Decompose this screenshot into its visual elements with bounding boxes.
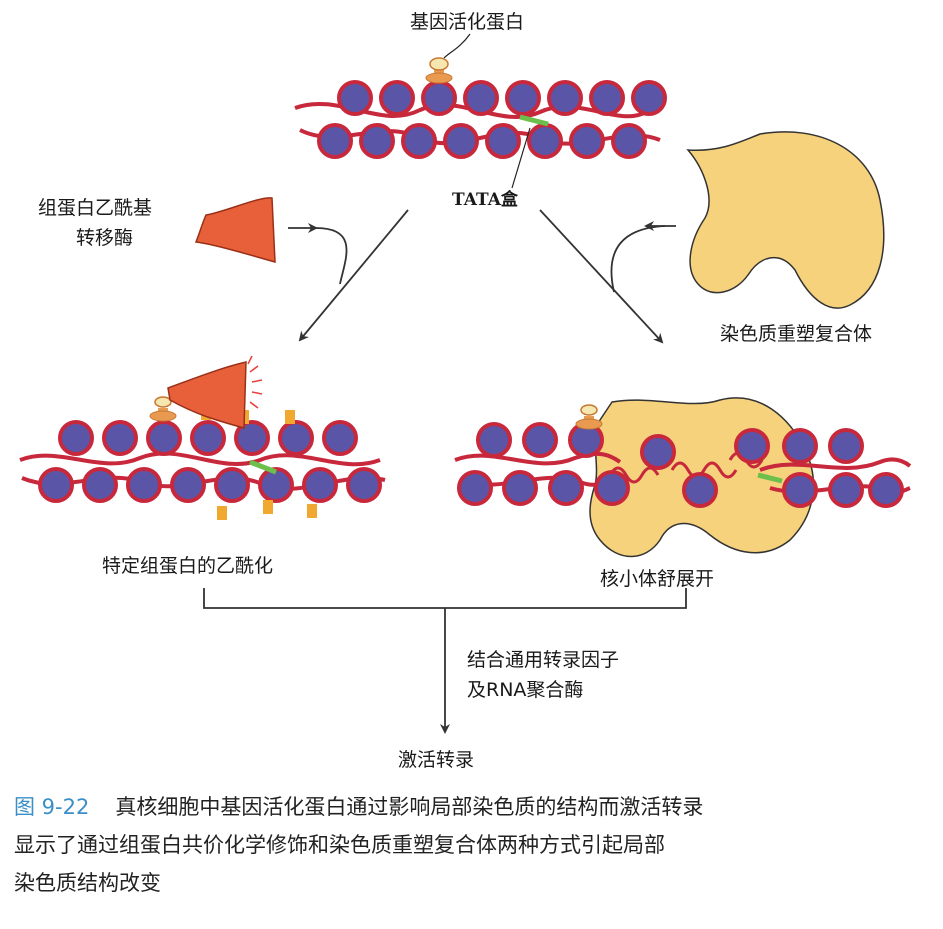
nucleosome	[146, 420, 182, 456]
hat-joining-curve	[315, 227, 348, 285]
nucleosome-row	[58, 420, 358, 456]
nucleosome	[190, 420, 226, 456]
nucleosome	[476, 422, 512, 458]
nucleosome	[359, 123, 395, 159]
activator-label: 基因活化蛋白	[410, 11, 524, 33]
nucleosome	[547, 80, 583, 116]
nucleosome	[782, 428, 818, 464]
hat-enzyme-shape	[194, 197, 276, 264]
dna-strand	[454, 451, 622, 466]
nucleosome	[170, 467, 206, 503]
nucleosome	[401, 123, 437, 159]
nucleosome	[611, 123, 647, 159]
gene-activator-protein	[575, 404, 603, 430]
acetylation-label: 特定组蛋白的乙酰化	[102, 555, 273, 577]
nucleosome	[682, 472, 718, 508]
gene-activator-protein	[149, 396, 177, 422]
activity-rays	[247, 355, 263, 409]
nucleosome	[317, 123, 353, 159]
tata-box	[757, 472, 783, 484]
nucleosome	[548, 470, 584, 506]
acetyl-group	[217, 506, 227, 520]
nucleosome	[589, 80, 625, 116]
caption-line-3: 染色质结构改变	[14, 871, 161, 895]
nucleosome	[126, 467, 162, 503]
nucleosome	[868, 472, 904, 508]
tata-box	[519, 114, 549, 127]
nucleosome	[38, 467, 74, 503]
leader-line	[443, 33, 471, 59]
unfolding-label: 核小体舒展开	[600, 568, 714, 590]
nucleosome	[82, 467, 118, 503]
arrow-right	[539, 209, 664, 344]
caption-line-2: 显示了通过组蛋白共价化学修饰和染色质重塑复合体两种方式引起局部	[14, 833, 665, 857]
nucleosome	[234, 420, 270, 456]
caption-line-1: 图 9-22 真核细胞中基因活化蛋白通过影响局部染色质的结构而激活转录	[14, 788, 934, 826]
figure-number: 图 9-22	[14, 795, 90, 819]
nucleosome	[443, 123, 479, 159]
nucleosome	[782, 472, 818, 508]
arrow-left	[298, 209, 409, 342]
remodeler-joining-curve	[610, 225, 666, 293]
nucleosome	[58, 420, 94, 456]
nucleosome-row	[38, 467, 382, 503]
nucleosome	[302, 467, 338, 503]
nucleosome	[522, 422, 558, 458]
acetylated-chromatin	[19, 355, 386, 520]
nucleosome	[631, 80, 667, 116]
nucleosome	[828, 428, 864, 464]
top-chromatin	[294, 57, 667, 159]
remodeling-complex-shape	[686, 131, 885, 309]
nucleosome	[594, 470, 630, 506]
nucleosome	[640, 434, 676, 470]
gene-activator-protein	[425, 57, 453, 84]
nucleosome	[505, 80, 541, 116]
nucleosome	[828, 472, 864, 508]
tata-box	[249, 459, 277, 475]
hat-label-line2: 转移酶	[76, 227, 133, 249]
leader-line	[511, 127, 531, 189]
dna-strand	[759, 457, 912, 472]
nucleosome	[346, 467, 382, 503]
remodeled-chromatin	[454, 397, 912, 558]
nucleosome	[379, 80, 415, 116]
remodeler-label: 染色质重塑复合体	[720, 323, 872, 345]
acetyl-group	[263, 500, 273, 514]
nucleosome	[258, 467, 294, 503]
dna-strand	[299, 128, 661, 146]
caption-text: 真核细胞中基因活化蛋白通过影响局部染色质的结构而激活转录	[115, 795, 704, 819]
nucleosome	[463, 80, 499, 116]
gtf-label-line1: 结合通用转录因子	[467, 649, 619, 671]
nucleosome-row	[337, 80, 667, 116]
result-label: 激活转录	[398, 749, 474, 771]
gtf-label-line2: 及RNA聚合酶	[467, 679, 583, 701]
nucleosome	[322, 420, 358, 456]
nucleosome	[421, 80, 457, 116]
tata-label: TATA盒	[452, 189, 519, 210]
nucleosome	[527, 123, 563, 159]
nucleosome	[102, 420, 138, 456]
hat-label-line1: 组蛋白乙酰基	[38, 197, 152, 219]
nucleosome	[457, 470, 493, 506]
nucleosome	[569, 123, 605, 159]
nucleosome	[278, 420, 314, 456]
nucleosome	[502, 470, 538, 506]
figure-caption: 图 9-22 真核细胞中基因活化蛋白通过影响局部染色质的结构而激活转录 显示了通过…	[14, 788, 934, 902]
nucleosome	[214, 467, 250, 503]
nucleosome-row	[317, 123, 647, 159]
acetyl-group	[285, 410, 295, 424]
hat-enzyme-shape	[167, 361, 247, 429]
nucleosome	[485, 123, 521, 159]
nucleosome	[337, 80, 373, 116]
nucleosome	[734, 428, 770, 464]
dna-strand	[19, 451, 381, 467]
chromatin-remodeling-diagram: 基因活化蛋白 TATA盒 组蛋白乙酰基 转移酶 染色质重塑复合体	[19, 11, 912, 771]
merge-bracket	[203, 588, 687, 609]
acetyl-group	[307, 504, 317, 518]
